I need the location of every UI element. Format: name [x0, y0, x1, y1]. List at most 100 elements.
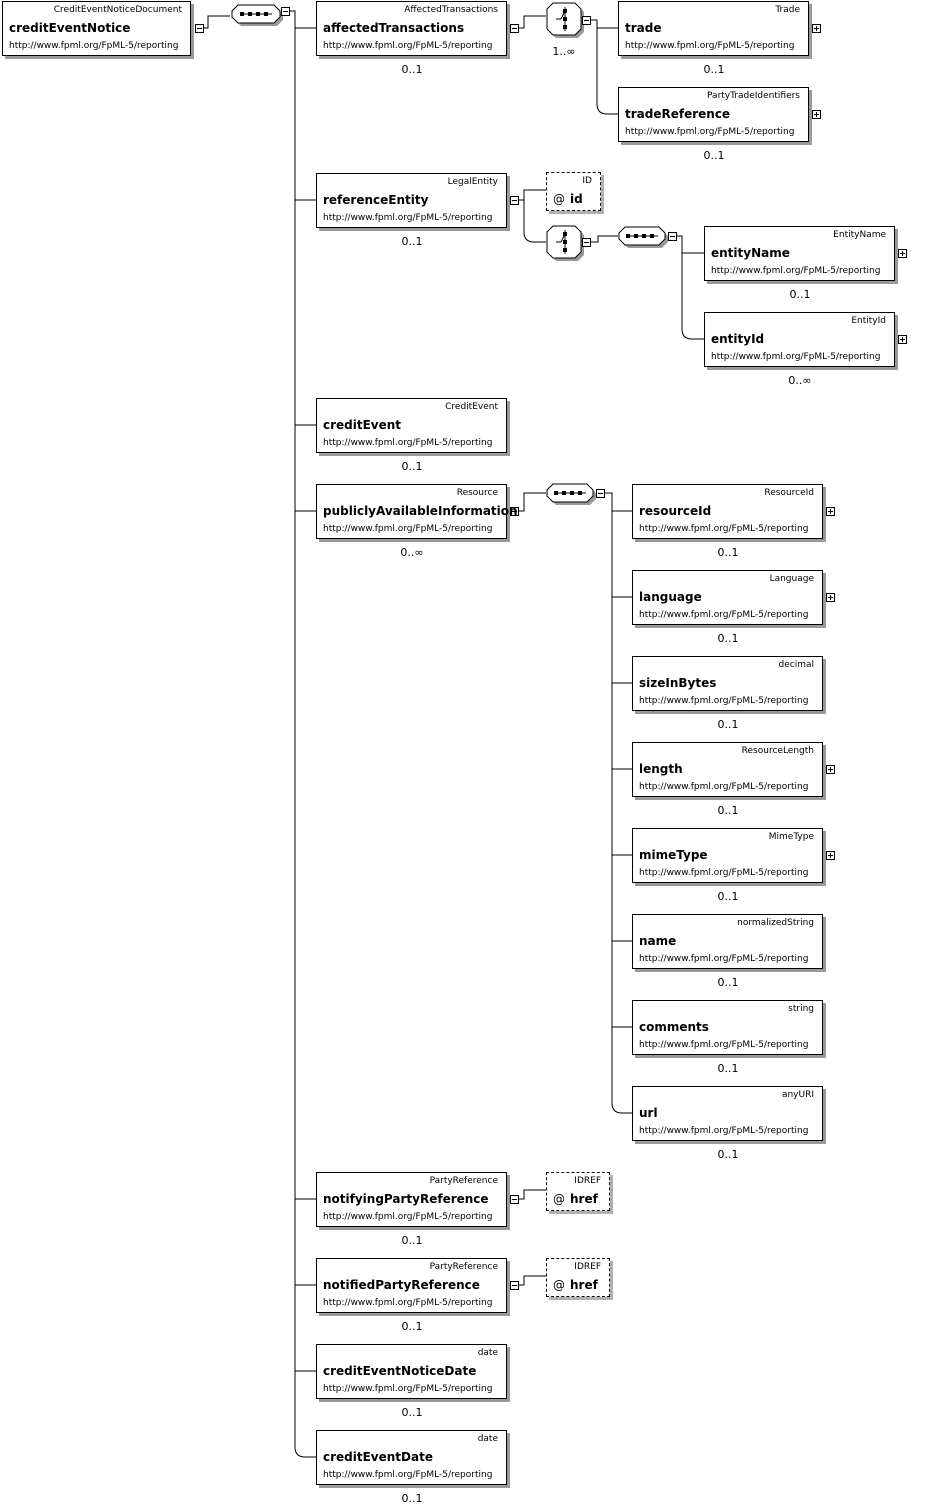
expand-toggle-icon[interactable] — [826, 507, 835, 516]
element-namespace: http://www.fpml.org/FpML-5/reporting — [711, 266, 881, 276]
element-namespace: http://www.fpml.org/FpML-5/reporting — [711, 352, 881, 362]
element-type: LegalEntity — [447, 177, 498, 187]
cardinality-label: 0..1 — [717, 804, 739, 817]
element-box-mime-type[interactable]: MimeType mimeType http://www.fpml.org/Fp… — [632, 828, 823, 883]
collapse-toggle-icon[interactable] — [510, 1195, 519, 1204]
element-namespace: http://www.fpml.org/FpML-5/reporting — [323, 213, 493, 223]
element-namespace: http://www.fpml.org/FpML-5/reporting — [639, 782, 809, 792]
expand-toggle-icon[interactable] — [898, 335, 907, 344]
element-type: PartyReference — [429, 1176, 498, 1186]
element-type: date — [477, 1434, 498, 1444]
element-type: CreditEvent — [445, 402, 498, 412]
sequence-compositor-icon — [231, 4, 283, 26]
collapse-toggle-icon[interactable] — [668, 232, 677, 241]
collapse-toggle-icon[interactable] — [582, 238, 591, 247]
collapse-toggle-icon[interactable] — [510, 507, 519, 516]
element-type: PartyTradeIdentifiers — [707, 91, 800, 101]
element-type: anyURI — [781, 1090, 814, 1100]
element-name: notifyingPartyReference — [323, 1192, 489, 1206]
cardinality-label: 0..1 — [717, 1148, 739, 1161]
element-name: notifiedPartyReference — [323, 1278, 480, 1292]
cardinality-label: 0..∞ — [788, 374, 812, 387]
element-namespace: http://www.fpml.org/FpML-5/reporting — [323, 1212, 493, 1222]
element-box-length[interactable]: ResourceLength length http://www.fpml.or… — [632, 742, 823, 797]
element-type: date — [477, 1348, 498, 1358]
expand-toggle-icon[interactable] — [812, 24, 821, 33]
element-name: entityId — [711, 332, 765, 346]
collapse-toggle-icon[interactable] — [510, 1281, 519, 1290]
attribute-box-id[interactable]: ID @ id — [546, 172, 601, 211]
collapse-toggle-icon[interactable] — [510, 196, 519, 205]
element-type: normalizedString — [737, 918, 814, 928]
element-name: creditEventNoticeDate — [323, 1364, 477, 1378]
element-box-entity-name[interactable]: EntityName entityName http://www.fpml.or… — [704, 226, 895, 281]
expand-toggle-icon[interactable] — [898, 249, 907, 258]
element-name: comments — [639, 1020, 709, 1034]
element-namespace: http://www.fpml.org/FpML-5/reporting — [625, 127, 795, 137]
attribute-box-href[interactable]: IDREF @ href — [546, 1258, 610, 1297]
attribute-type: IDREF — [574, 1176, 601, 1186]
element-type: Language — [769, 574, 814, 584]
element-box-name[interactable]: normalizedString name http://www.fpml.or… — [632, 914, 823, 969]
collapse-toggle-icon[interactable] — [510, 24, 519, 33]
element-name: resourceId — [639, 504, 712, 518]
element-namespace: http://www.fpml.org/FpML-5/reporting — [639, 954, 809, 964]
element-type: ResourceLength — [741, 746, 814, 756]
collapse-toggle-icon[interactable] — [582, 16, 591, 25]
element-box-credit-event[interactable]: CreditEvent creditEvent http://www.fpml.… — [316, 398, 507, 453]
element-box-publicly-available-information[interactable]: Resource publiclyAvailableInformation ht… — [316, 484, 518, 539]
element-namespace: http://www.fpml.org/FpML-5/reporting — [639, 868, 809, 878]
attribute-symbol: @ — [553, 1278, 565, 1292]
cardinality-label: 0..1 — [401, 1406, 423, 1419]
element-name: language — [639, 590, 702, 604]
attribute-name: id — [570, 192, 583, 206]
collapse-toggle-icon[interactable] — [195, 24, 204, 33]
element-box-affected-transactions[interactable]: AffectedTransactions affectedTransaction… — [316, 1, 507, 56]
element-box-reference-entity[interactable]: LegalEntity referenceEntity http://www.f… — [316, 173, 507, 228]
element-box-notifying-party-reference[interactable]: PartyReference notifyingPartyReference h… — [316, 1172, 507, 1227]
element-box-size-in-bytes[interactable]: decimal sizeInBytes http://www.fpml.org/… — [632, 656, 823, 711]
cardinality-label: 0..1 — [401, 1234, 423, 1247]
attribute-name: href — [570, 1192, 598, 1206]
element-box-credit-event-notice[interactable]: CreditEventNoticeDocument creditEventNot… — [2, 1, 191, 56]
element-namespace: http://www.fpml.org/FpML-5/reporting — [323, 1384, 493, 1394]
attribute-symbol: @ — [553, 1192, 565, 1206]
cardinality-label: 0..1 — [401, 235, 423, 248]
element-box-notified-party-reference[interactable]: PartyReference notifiedPartyReference ht… — [316, 1258, 507, 1313]
element-box-trade[interactable]: Trade trade http://www.fpml.org/FpML-5/r… — [618, 1, 809, 56]
element-name: name — [639, 934, 677, 948]
element-name: url — [639, 1106, 658, 1120]
cardinality-label: 0..∞ — [400, 546, 424, 559]
element-box-resource-id[interactable]: ResourceId resourceId http://www.fpml.or… — [632, 484, 823, 539]
element-type: EntityName — [833, 230, 886, 240]
element-type: Resource — [456, 488, 498, 498]
cardinality-label: 0..1 — [717, 632, 739, 645]
expand-toggle-icon[interactable] — [826, 851, 835, 860]
expand-toggle-icon[interactable] — [826, 593, 835, 602]
element-namespace: http://www.fpml.org/FpML-5/reporting — [639, 1040, 809, 1050]
attribute-box-href[interactable]: IDREF @ href — [546, 1172, 610, 1211]
collapse-toggle-icon[interactable] — [596, 489, 605, 498]
sequence-compositor-icon — [618, 226, 668, 248]
cardinality-label: 0..1 — [703, 63, 725, 76]
element-box-trade-reference[interactable]: PartyTradeIdentifiers tradeReference htt… — [618, 87, 809, 142]
element-box-credit-event-notice-date[interactable]: date creditEventNoticeDate http://www.fp… — [316, 1344, 507, 1399]
element-box-comments[interactable]: string comments http://www.fpml.org/FpML… — [632, 1000, 823, 1055]
collapse-toggle-icon[interactable] — [281, 7, 290, 16]
element-box-entity-id[interactable]: EntityId entityId http://www.fpml.org/Fp… — [704, 312, 895, 367]
expand-toggle-icon[interactable] — [812, 110, 821, 119]
element-name: tradeReference — [625, 107, 731, 121]
cardinality-label: 0..1 — [789, 288, 811, 301]
cardinality-label: 0..1 — [717, 718, 739, 731]
cardinality-label: 0..1 — [401, 63, 423, 76]
element-box-credit-event-date[interactable]: date creditEventDate http://www.fpml.org… — [316, 1430, 507, 1485]
attribute-symbol: @ — [553, 192, 565, 206]
element-box-language[interactable]: Language language http://www.fpml.org/Fp… — [632, 570, 823, 625]
cardinality-label: 0..1 — [717, 890, 739, 903]
element-namespace: http://www.fpml.org/FpML-5/reporting — [323, 1470, 493, 1480]
element-type: CreditEventNoticeDocument — [53, 5, 182, 15]
expand-toggle-icon[interactable] — [826, 765, 835, 774]
element-box-url[interactable]: anyURI url http://www.fpml.org/FpML-5/re… — [632, 1086, 823, 1141]
